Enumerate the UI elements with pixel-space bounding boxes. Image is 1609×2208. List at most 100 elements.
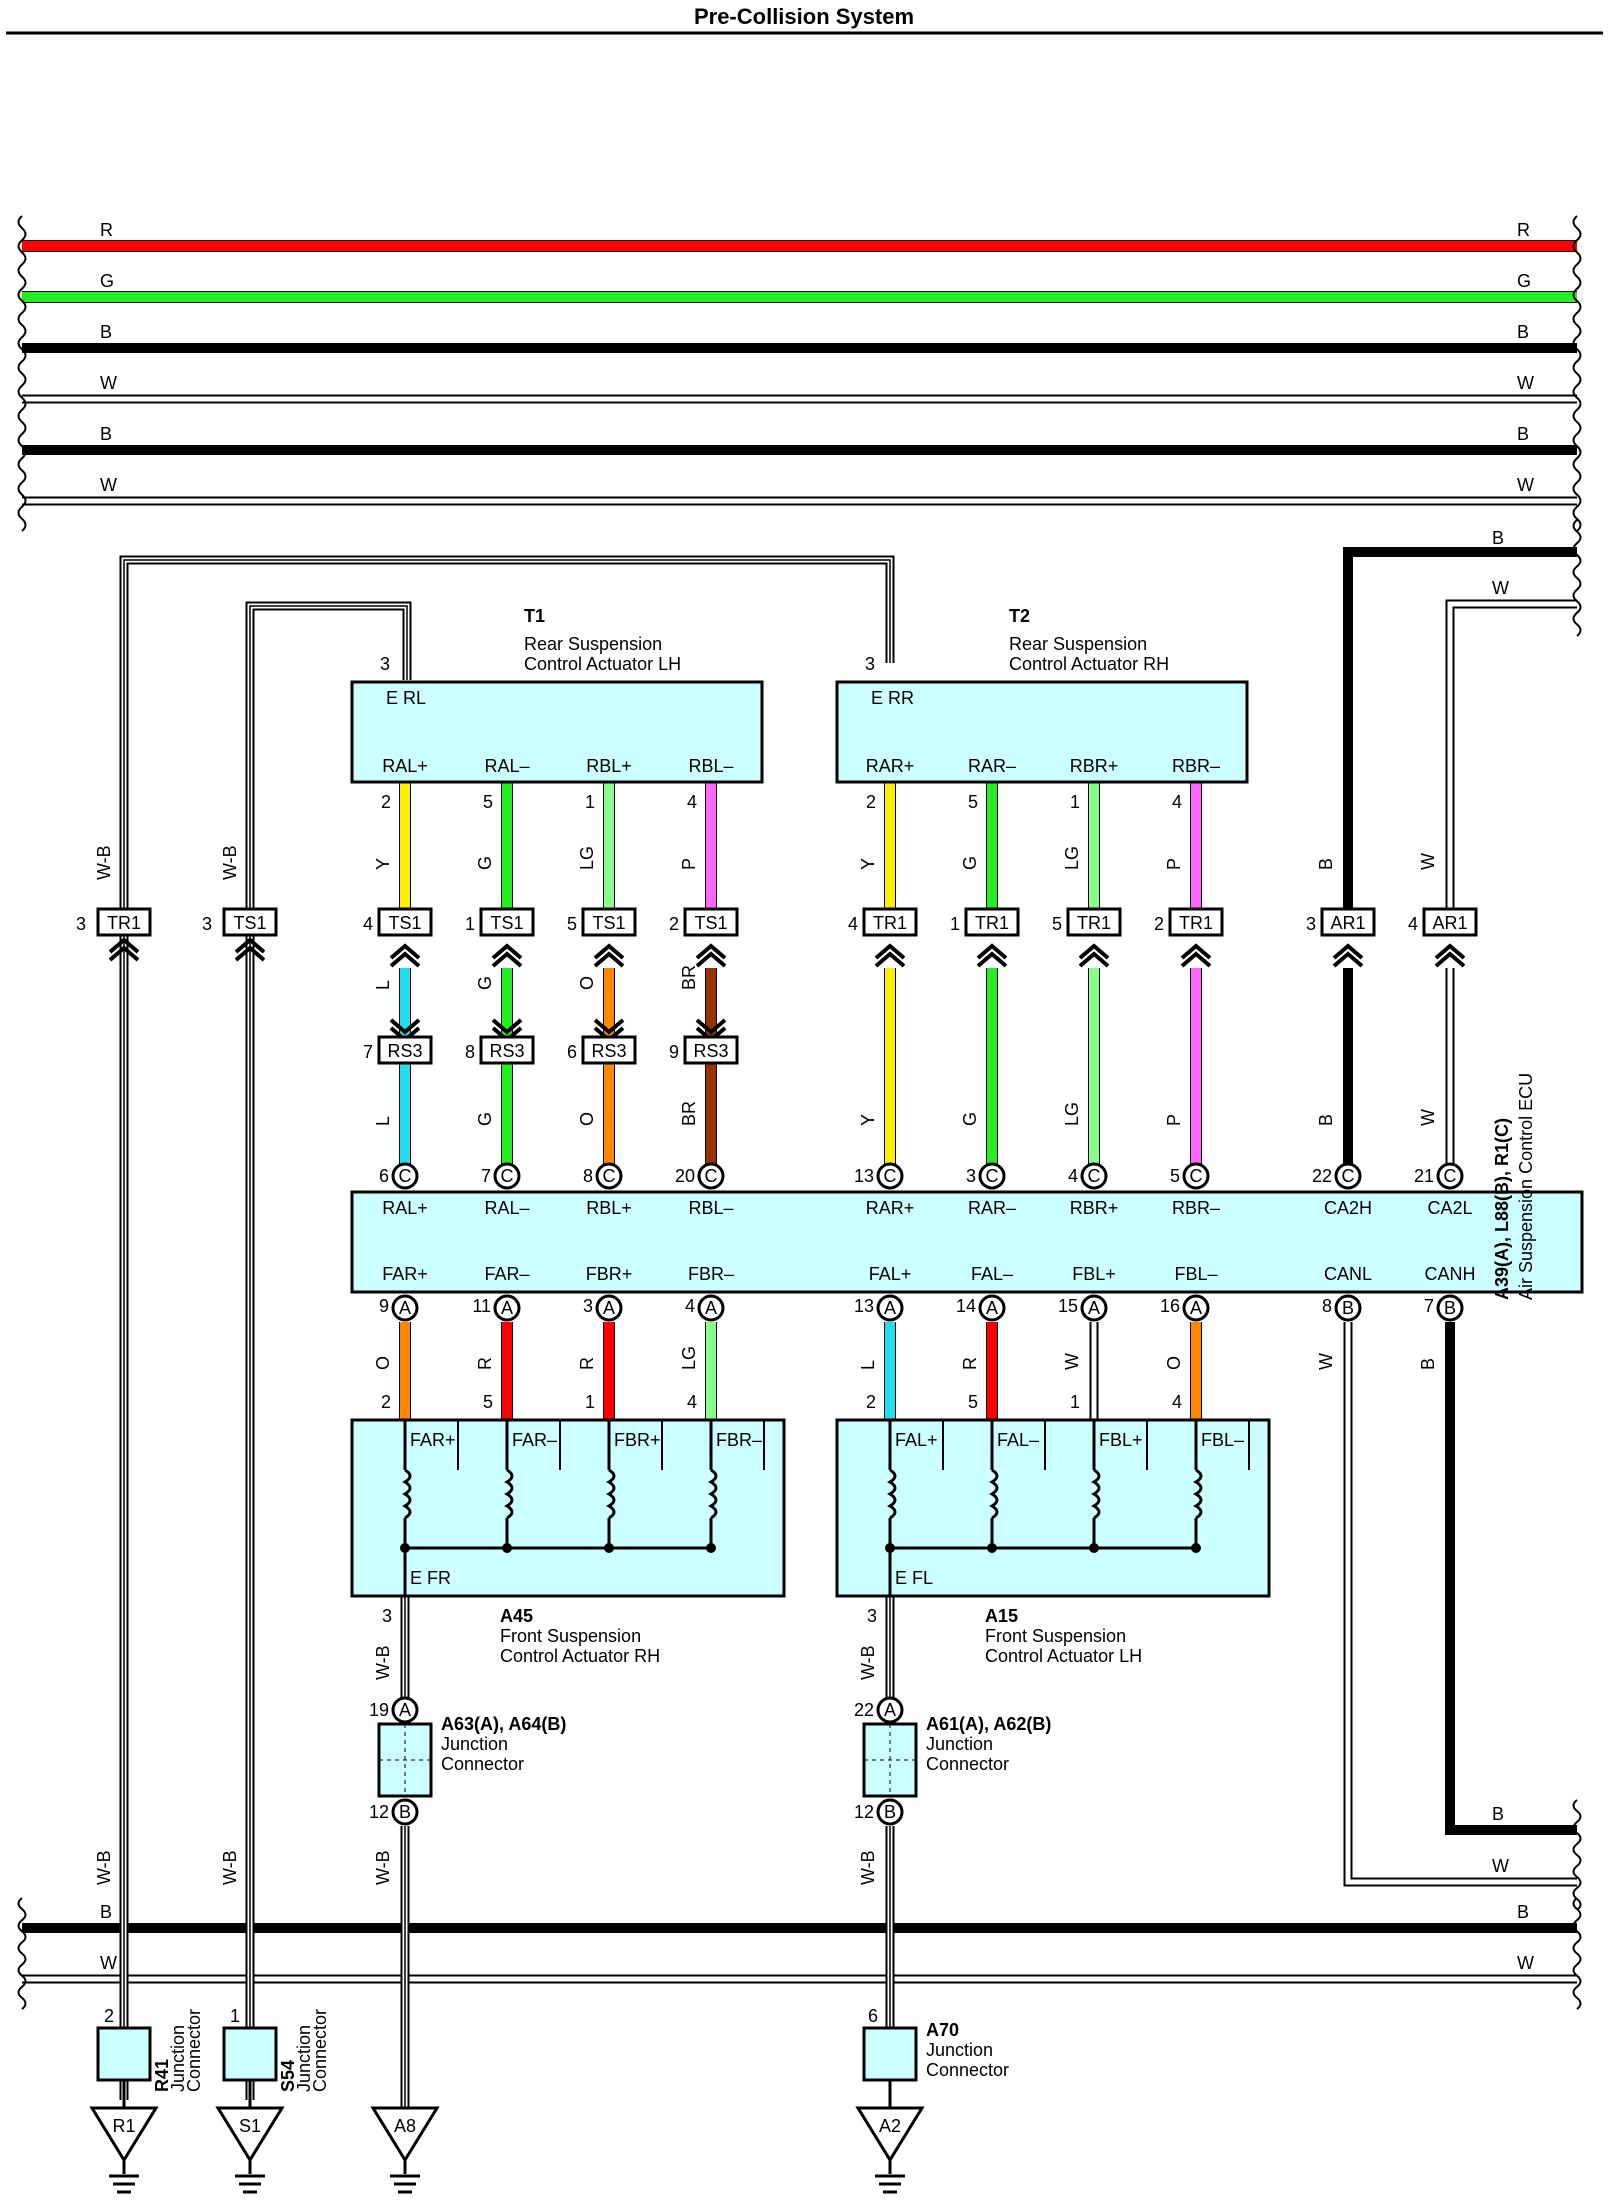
- ecu-bottom-pin-2-letter: A: [603, 1298, 615, 1318]
- a45-ground-label: E FR: [410, 1568, 451, 1588]
- junction-A70-name: Junction: [926, 2040, 993, 2060]
- can-out-wire-0-core: [1345, 1322, 1577, 1885]
- rear-wire-conn-up-0-chevron-1: [389, 943, 421, 960]
- page-title: Pre-Collision System: [694, 4, 914, 29]
- a15-id: A15: [985, 1606, 1018, 1626]
- ecu-bottom-pin-5-circle: [978, 1294, 1006, 1322]
- junction-b-name2: Connector: [926, 1754, 1009, 1774]
- a15-coil-0: [887, 1468, 897, 1520]
- rear-wire-tag-4-box: [862, 907, 918, 937]
- rear-wire-color-lower-2: O: [577, 1112, 597, 1126]
- left-ground-tag-0-box: [96, 907, 152, 937]
- ecu-bottom-pin-7-circle: [1182, 1294, 1210, 1322]
- rear-wire-conn-up-1-chevron-0: [491, 951, 523, 968]
- ecu-top-pin-0-circle: [391, 1162, 419, 1190]
- rear-wire-pin-4: 2: [866, 792, 876, 812]
- a45-id: A45: [500, 1606, 533, 1626]
- a45-term-1: FAR–: [512, 1430, 557, 1450]
- front-wire-color-0: O: [373, 1356, 393, 1370]
- front-wire-color-6: W: [1062, 1353, 1082, 1370]
- ecu-bottom-term-2: FBR+: [586, 1264, 633, 1284]
- ecu-name: Air Suspension Control ECU: [1516, 1073, 1536, 1300]
- ecu-bottom-term-9: CANH: [1424, 1264, 1475, 1284]
- rear-wire-pin-1: 5: [483, 792, 493, 812]
- can-in-break: [1572, 519, 1582, 637]
- rear-wire-pin-3: 4: [687, 792, 697, 812]
- ecu-bottom-pin-4-circle: [876, 1294, 904, 1322]
- bus_top-label-right-0: R: [1517, 220, 1530, 240]
- rear-wire-tag-0-label: TS1: [388, 913, 421, 933]
- rear-wire-conn-up-1-chevron-1: [491, 943, 523, 960]
- rear-wire-color-upper-6: LG: [1062, 846, 1082, 870]
- front-wire-apin-3: 4: [687, 1392, 697, 1412]
- can-wire-tag-pin-0: 3: [1306, 914, 1316, 934]
- ecu-can-top-pin-0-circle: [1334, 1162, 1362, 1190]
- junction-S54: [222, 2026, 278, 2082]
- ecu-bottom-pin-1-circle: [493, 1294, 521, 1322]
- junction-b-name1: Junction: [926, 1734, 993, 1754]
- rear-wire-color-lower-6: LG: [1062, 1102, 1082, 1126]
- ecu-id: A39(A), L88(B), R1(C): [1492, 1118, 1512, 1300]
- ecu-bottom-pin-num-6: 15: [1058, 1296, 1078, 1316]
- rear-wire-rs-1-box: [479, 1035, 535, 1065]
- bus_top-label-left-5: W: [100, 475, 117, 495]
- front-ground-label-1: W-B: [858, 1850, 878, 1885]
- rear-wire-tag-5-label: TR1: [975, 913, 1009, 933]
- ecu-top-pin-num-5: 3: [966, 1166, 976, 1186]
- rear-wire-color-mid-3: BR: [679, 965, 699, 990]
- ecu-bottom-term-4: FAL+: [869, 1264, 912, 1284]
- bus_top-break-right: [1572, 215, 1582, 532]
- t1-name1: Rear Suspension: [524, 634, 662, 654]
- rear-wire-color-lower-4: Y: [858, 1114, 878, 1126]
- can-out-label-0: B: [1492, 1804, 1504, 1824]
- rear-wire-color-lower-7: P: [1164, 1114, 1184, 1126]
- ground-A8-label: A8: [394, 2116, 416, 2136]
- ground-S1-label: S1: [239, 2116, 261, 2136]
- a15-coil-1: [989, 1468, 999, 1520]
- can-in-wire-1-core: [1447, 601, 1577, 910]
- can-wire-conn-0-chevron-0: [1332, 951, 1364, 968]
- bus_bottom-label-left-0: B: [100, 1902, 112, 1922]
- rear-wire-conn-down-3-chevron-0: [695, 1018, 727, 1035]
- rear-wire-conn-up-4-chevron-0: [874, 951, 906, 968]
- can-wire-tag-0-box: [1320, 907, 1376, 937]
- a45-term-3: FBR–: [716, 1430, 762, 1450]
- rear-wire-rs-0-box: [377, 1035, 433, 1065]
- ecu-bottom-pin-num-9: 7: [1424, 1296, 1434, 1316]
- rear-wire-conn-down-1-chevron-0: [491, 1018, 523, 1035]
- ecu-top-pin-4-letter: C: [884, 1166, 897, 1186]
- rear-wire-tag-1-box: [479, 907, 535, 937]
- left-ground-tag-1-box: [222, 907, 278, 937]
- t1-box: [350, 680, 764, 784]
- ecu-top-term-6: RBR+: [1070, 1198, 1119, 1218]
- rear-wire-conn-up-3-chevron-0: [695, 951, 727, 968]
- rear-wire-conn-up-7-chevron-0: [1180, 951, 1212, 968]
- rear-wire-pin-7: 4: [1172, 792, 1182, 812]
- ecu-bottom-pin-8-circle: [1334, 1294, 1362, 1322]
- can-wire-conn-1-chevron-1: [1434, 943, 1466, 960]
- rear-wire-color-mid-1: G: [475, 976, 495, 990]
- bus_bottom-label-left-1: W: [100, 1953, 117, 1973]
- rear-wire-tag-pin-6: 5: [1052, 914, 1062, 934]
- junction-b-pin-top-circle: [876, 1696, 904, 1724]
- ecu-bottom-term-8: CANL: [1324, 1264, 1372, 1284]
- t1-ground-pin: 3: [380, 654, 390, 674]
- ecu-top-pin-2-circle: [595, 1162, 623, 1190]
- rear-wire-rs-pin-2: 6: [567, 1042, 577, 1062]
- can-wire-tag-1-box: [1422, 907, 1478, 937]
- rear-wire-conn-up-6-chevron-1: [1078, 943, 1110, 960]
- junction-b-pin-top-num: 22: [854, 1700, 874, 1720]
- ecu-bottom-pin-4-letter: A: [884, 1298, 896, 1318]
- ecu-bottom-term-3: FBR–: [688, 1264, 734, 1284]
- ecu-top-term-2: RBL+: [586, 1198, 632, 1218]
- rear-wire-rs-pin-1: 8: [465, 1042, 475, 1062]
- front-ground-label-0: W-B: [373, 1850, 393, 1885]
- junction-R41: [96, 2026, 152, 2082]
- a15-name1: Front Suspension: [985, 1626, 1126, 1646]
- junction-a-name1: Junction: [441, 1734, 508, 1754]
- ecu-bottom-pin-num-3: 4: [685, 1296, 695, 1316]
- rear-wire-tag-0-box: [377, 907, 433, 937]
- ecu-can-top-pin-1-circle: [1436, 1162, 1464, 1190]
- rear-wire-conn-up-0-chevron-0: [389, 951, 421, 968]
- ecu-bottom-pin-2-circle: [595, 1294, 623, 1322]
